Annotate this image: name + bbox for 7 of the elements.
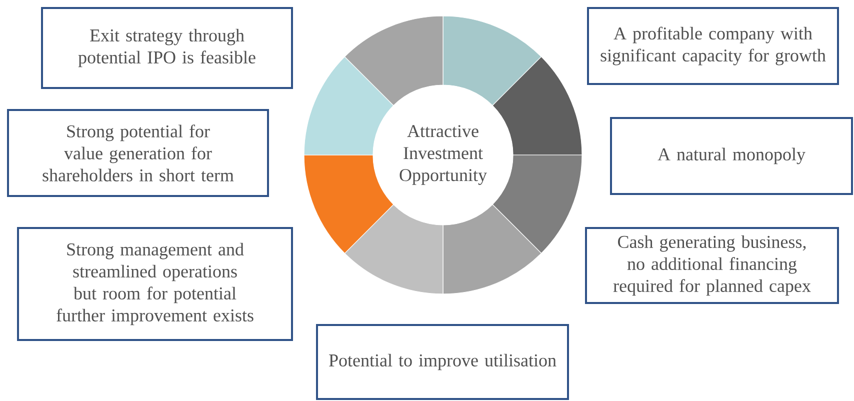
text-box: Exit strategy through potential IPO is feasible bbox=[41, 7, 293, 89]
text-box: Cash generating business, no additional financing required for planned capex bbox=[585, 227, 839, 304]
text-box: Strong potential for value generation for shareholders in short term bbox=[7, 109, 269, 197]
text-box: Strong management and streamlined operations but room for potential further improvement exists bbox=[17, 227, 293, 341]
text-box: Potential to improve utilisation bbox=[316, 324, 569, 400]
text-box: A natural monopoly bbox=[610, 117, 853, 195]
text-box: A profitable company with significant capacity for growth bbox=[587, 7, 839, 85]
